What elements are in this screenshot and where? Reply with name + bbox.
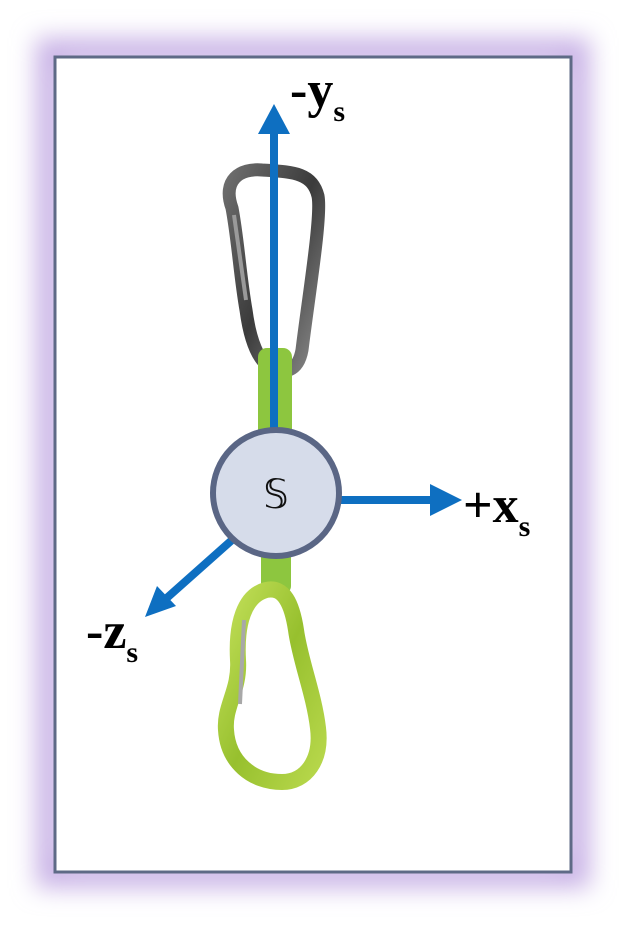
frame-glow — [36, 38, 590, 888]
axes — [156, 115, 450, 608]
top-carabiner-icon — [222, 163, 326, 378]
axis-label-neg-z-letter: z — [103, 603, 126, 660]
axis-label-neg-z-sign: - — [86, 603, 103, 660]
axis-label-pos-x-letter: x — [493, 477, 519, 534]
bottom-carabiner-icon — [217, 581, 327, 790]
axis-label-neg-y-letter: y — [307, 62, 333, 119]
axis-label-pos-x-subscript: s — [519, 510, 531, 543]
axis-label-pos-x: +xs — [463, 477, 530, 543]
svg-text:-zs: -zs — [86, 603, 138, 669]
neg-y-arrowhead — [258, 104, 290, 134]
axis-label-neg-y: -ys — [290, 62, 345, 128]
axis-label-pos-x-sign: + — [463, 477, 493, 534]
neg-z-axis-arrow — [156, 537, 235, 608]
pos-x-arrowhead — [430, 484, 462, 516]
axis-label-neg-y-sign: - — [290, 62, 307, 119]
axis-label-neg-y-subscript: s — [333, 95, 345, 128]
svg-text:+xs: +xs — [463, 477, 530, 543]
neg-z-arrowhead — [145, 586, 176, 617]
arrowheads — [145, 104, 462, 617]
svg-text:-ys: -ys — [290, 62, 345, 128]
axis-label-neg-z-subscript: s — [126, 636, 138, 669]
center-node: 𝕊 — [210, 427, 342, 559]
center-circle — [210, 427, 342, 559]
axis-label-neg-z: -zs — [86, 603, 138, 669]
center-symbol: 𝕊 — [263, 472, 288, 518]
